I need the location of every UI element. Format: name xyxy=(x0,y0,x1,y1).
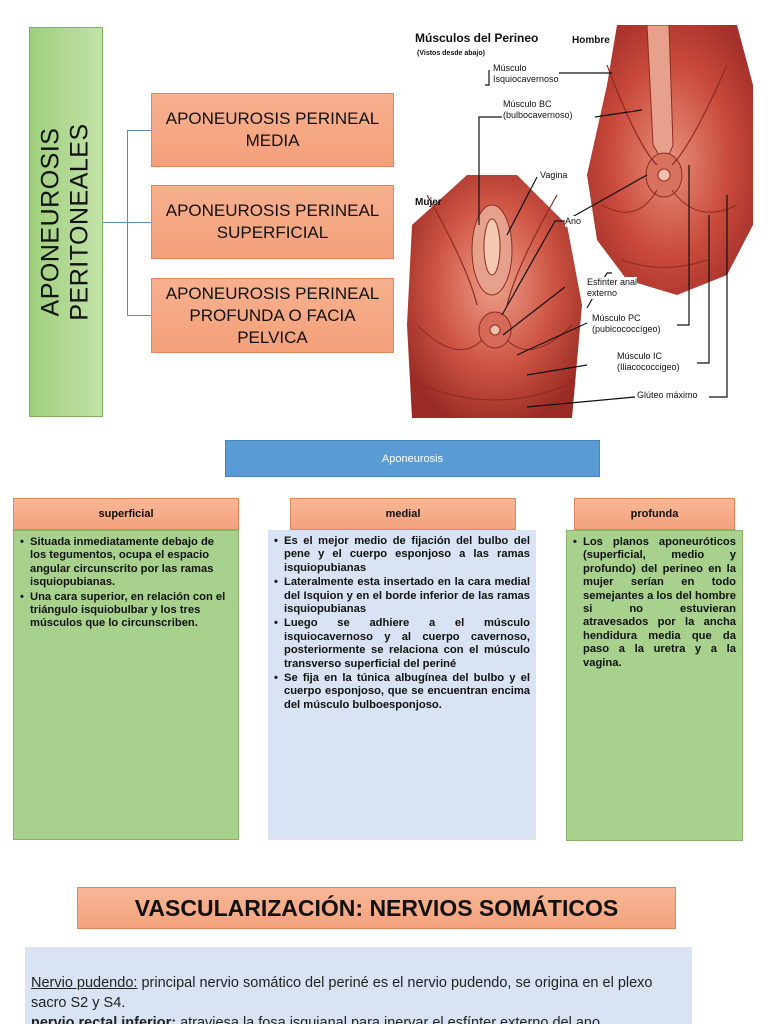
label-isquiocavernoso: Músculo Isquiocavernoso xyxy=(493,63,559,85)
list-item: Los planos aponeuróticos (superficial, m… xyxy=(573,536,736,670)
medial-content: Es el mejor medio de fijación del bulbo … xyxy=(268,530,536,840)
medial-list: Es el mejor medio de fijación del bulbo … xyxy=(274,535,530,712)
perineum-muscles-illustration: Músculos del Perineo (Vistos desde abajo… xyxy=(407,25,753,418)
label-esfinter-text: Esfinter anal externo xyxy=(587,277,638,298)
label-vagina: Vagina xyxy=(540,170,568,181)
connector-branch-1 xyxy=(127,130,151,131)
list-item: Es el mejor medio de fijación del bulbo … xyxy=(274,535,530,575)
superficial-content: Situada inmediatamente debajo de los teg… xyxy=(13,530,239,840)
profunda-content: Los planos aponeuróticos (superficial, m… xyxy=(566,530,743,841)
label-isquiocavernoso-text: Músculo Isquiocavernoso xyxy=(493,63,559,84)
nervio-rectal-text: atraviesa la fosa isquianal para inervar… xyxy=(176,1015,601,1024)
label-musculo-pc: Músculo PC (pubicococcígeo) xyxy=(592,313,661,335)
superficial-heading: superficial xyxy=(13,498,239,530)
connector-stem xyxy=(103,222,127,223)
nervio-pudendo-label: Nervio pudendo: xyxy=(31,975,138,991)
label-ano: Ano xyxy=(565,216,582,227)
vascularizacion-title: VASCULARIZACIÓN: NERVIOS SOMÁTICOS xyxy=(77,887,676,929)
female-perineum xyxy=(407,175,582,418)
label-musculo-ic: Músculo IC (Iliacococcigeo) xyxy=(617,351,680,373)
vertical-title-line1: APONEUROSIS xyxy=(37,127,65,317)
nervio-pudendo-paragraph: Nervio pudendo: principal nervio somátic… xyxy=(31,973,686,1013)
anatomy-subtitle: (Vistos desde abajo) xyxy=(417,50,485,57)
nervio-rectal-paragraph: nervio rectal inferior: atraviesa la fos… xyxy=(31,1013,686,1024)
profunda-list: Los planos aponeuróticos (superficial, m… xyxy=(573,536,736,670)
profunda-heading: profunda xyxy=(574,498,735,530)
anatomy-title: Músculos del Perineo xyxy=(415,31,539,45)
nervios-content: Nervio pudendo: principal nervio somátic… xyxy=(25,947,692,1024)
list-item: Se fija en la túnica albugínea del bulbo… xyxy=(274,672,530,712)
list-item: Situada inmediatamente debajo de los teg… xyxy=(20,536,232,590)
aponeurosis-perineal-profunda-box: APONEUROSIS PERINEAL PROFUNDA O FACIA PE… xyxy=(151,278,394,353)
list-item: Una cara superior, en relación con el tr… xyxy=(20,591,232,631)
label-bulbocavernoso: Músculo BC (bulbocavernoso) xyxy=(503,99,573,121)
superficial-list: Situada inmediatamente debajo de los teg… xyxy=(20,536,232,631)
label-musculo-pc-text: Músculo PC (pubicococcígeo) xyxy=(592,313,661,334)
medial-heading: medial xyxy=(290,498,516,530)
vertical-title: APONEUROSIS PERITONEALES xyxy=(29,27,103,417)
nervio-rectal-label: nervio rectal inferior: xyxy=(31,1015,177,1024)
nervio-pudendo-text: principal nervio somático del periné es … xyxy=(31,975,653,1011)
aponeurosis-perineal-media-box: APONEUROSIS PERINEAL MEDIA xyxy=(151,93,394,167)
connector-branch-2 xyxy=(127,222,151,223)
female-label: Mujer xyxy=(415,197,442,208)
perineum-drawing xyxy=(407,25,753,418)
label-leader-lines xyxy=(478,70,728,408)
vertical-title-line2: PERITONEALES xyxy=(66,123,94,321)
label-bulbocavernoso-text: Músculo BC (bulbocavernoso) xyxy=(503,99,573,120)
aponeurosis-header: Aponeurosis xyxy=(225,440,600,477)
aponeurosis-perineal-superficial-box: APONEUROSIS PERINEAL SUPERFICIAL xyxy=(151,185,394,259)
list-item: Lateralmente esta insertado en la cara m… xyxy=(274,576,530,616)
connector-branch-3 xyxy=(127,315,151,316)
list-item: Luego se adhiere a el músculo isquiocave… xyxy=(274,617,530,671)
male-perineum xyxy=(587,25,753,295)
label-musculo-ic-text: Músculo IC (Iliacococcigeo) xyxy=(617,351,680,372)
label-esfinter: Esfinter anal externo xyxy=(587,277,638,299)
aponeurosis-peritoneales-box xyxy=(29,27,103,417)
label-gluteo: Glúteo máximo xyxy=(637,390,698,401)
male-label: Hombre xyxy=(572,35,610,46)
